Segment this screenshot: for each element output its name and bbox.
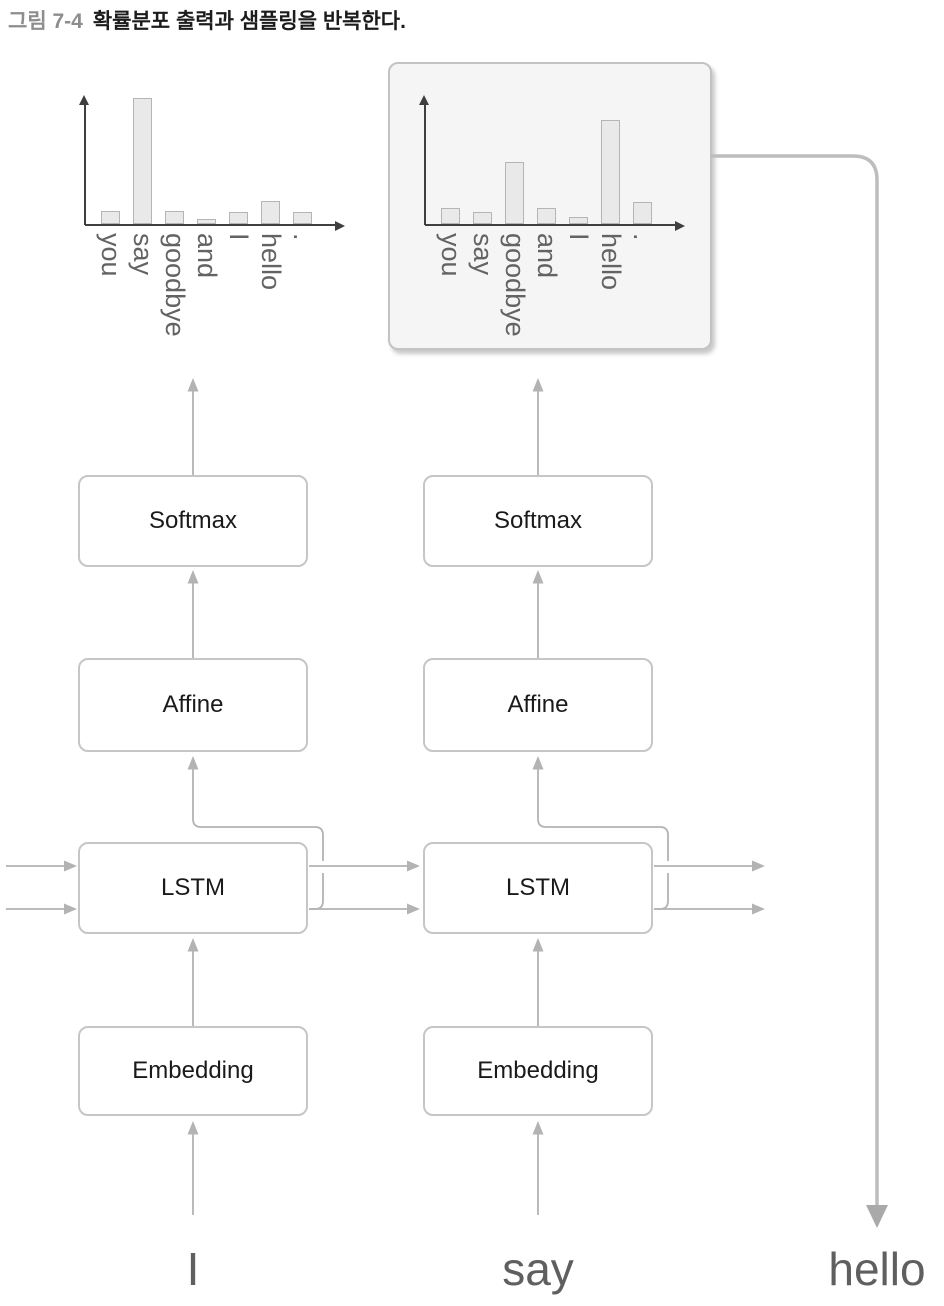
bar-and [537,208,556,224]
input-word-t2: say [502,1243,574,1295]
arrowhead [407,903,420,915]
y-axis-arrowhead [79,95,89,105]
layer-box-embedding-t2: Embedding [423,1026,653,1116]
axis-label-say: say [468,233,498,276]
layer-label: Affine [507,691,569,718]
axis-label-.: . [628,233,658,241]
axis-label-you: you [96,233,126,277]
arrowhead [532,1121,544,1135]
figure-label: 그림 7-4 [8,10,83,33]
arrowhead [187,570,199,584]
bar-you [101,211,120,224]
bar-say [133,98,152,224]
x-axis-arrowhead [335,221,345,231]
layer-box-lstm-t2: LSTM [423,842,653,934]
arrowhead [187,1121,199,1135]
axis-label-say: say [128,233,158,276]
layer-box-embedding-t1: Embedding [78,1026,308,1116]
figure-title: 확률분포 출력과 샘플링을 반복한다. [92,10,406,33]
bar-I [569,217,588,224]
layer-box-affine-t1: Affine [78,658,308,752]
axis-label-.: . [288,233,318,241]
arrowhead [532,756,544,770]
layer-label: Softmax [493,507,583,534]
arrowhead [752,860,765,872]
y-axis [424,104,426,225]
axis-label-hello: hello [596,233,626,291]
x-axis [425,224,675,226]
axis-label-goodbye: goodbye [500,233,530,337]
arrowhead [532,378,544,392]
layer-label: Softmax [148,507,238,534]
axis-label-and: and [192,233,222,279]
arrowhead [532,570,544,584]
input-word-t1: I [186,1243,200,1295]
bar-you [441,208,460,224]
bar-hello [601,120,620,224]
layer-box-softmax-t1: Softmax [78,475,308,567]
layer-label: Embedding [477,1057,599,1084]
bar-goodbye [505,162,524,224]
figure-caption: 그림 7-4 확률분포 출력과 샘플링을 반복한다. [8,8,406,36]
layer-box-lstm-t1: LSTM [78,842,308,934]
layer-box-affine-t2: Affine [423,658,653,752]
bar-say [473,212,492,224]
layer-label: Affine [162,691,224,718]
layer-box-softmax-t2: Softmax [423,475,653,567]
sampling-loop-arrowhead [866,1205,888,1228]
axis-label-goodbye: goodbye [160,233,190,337]
sampling-loop-line [710,154,879,1206]
layer-label: LSTM [505,874,570,901]
axis-label-I: I [224,233,254,241]
x-axis [85,224,335,226]
arrowhead [532,938,544,952]
arrowhead [187,938,199,952]
bar-. [293,212,312,224]
bar-. [633,202,652,224]
arrowhead [64,860,77,872]
axis-label-and: and [532,233,562,279]
axis-label-I: I [564,233,594,241]
x-axis-arrowhead [675,221,685,231]
bar-and [197,219,216,224]
y-axis-arrowhead [419,95,429,105]
axis-label-you: you [436,233,466,277]
arrowhead [407,860,420,872]
layer-label: Embedding [132,1057,254,1084]
arrowhead [64,903,77,915]
sampled-distribution-panel [388,62,712,350]
arrowhead [752,903,765,915]
arrowhead [187,756,199,770]
y-axis [84,104,86,225]
bar-I [229,212,248,224]
arrowhead [187,378,199,392]
bar-hello [261,201,280,224]
bar-goodbye [165,211,184,224]
layer-label: LSTM [160,874,225,901]
output-word: hello [828,1243,926,1295]
axis-label-hello: hello [256,233,286,291]
